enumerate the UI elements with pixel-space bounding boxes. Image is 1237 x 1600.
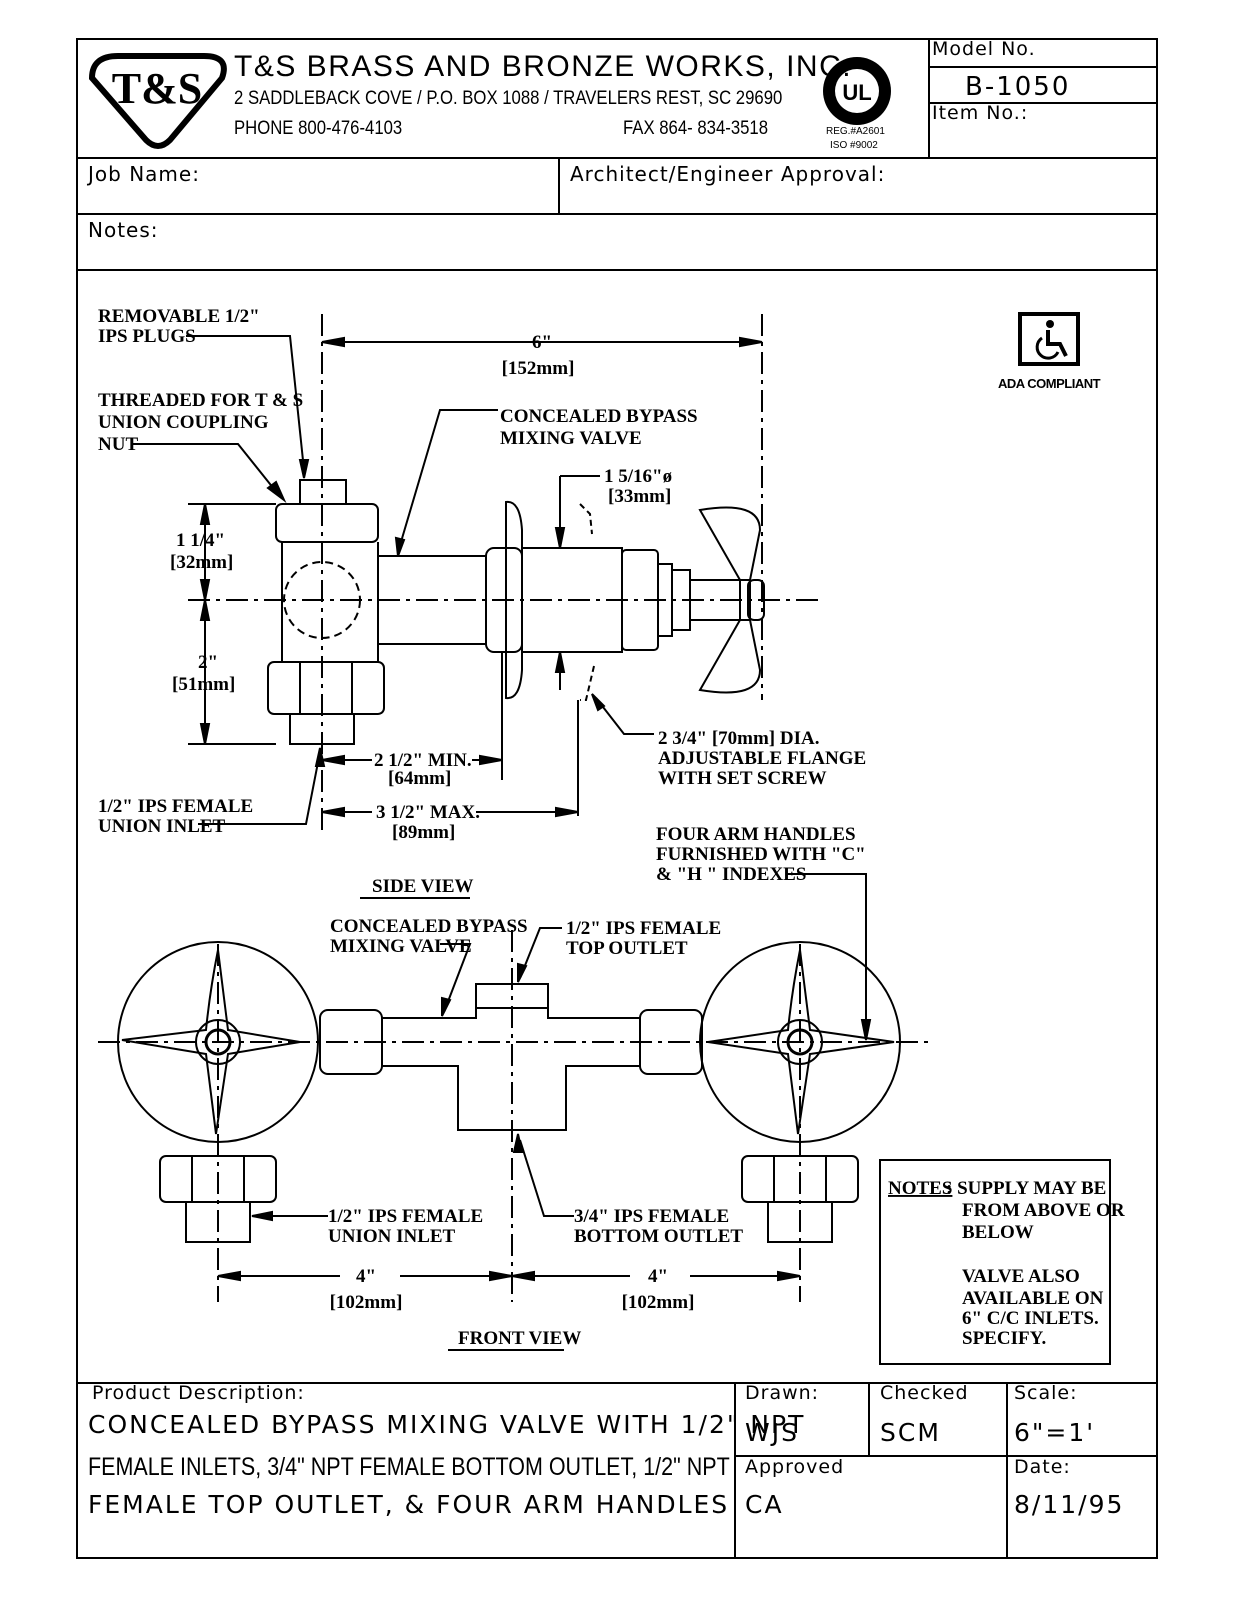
company-name: T&S BRASS AND BRONZE WORKS, INC. [234,50,853,83]
footer-rule [76,1382,1158,1384]
side-threaded-1: THREADED FOR T & S [98,390,303,411]
front-union-inlet-2: UNION INLET [328,1226,456,1247]
ada-label: ADA COMPLIANT [998,376,1101,391]
footer-desc-divider [734,1382,736,1559]
reg-line-1: REG.#A2601 [826,126,885,137]
front-view [98,873,1111,1365]
date-value: 8/11/95 [1014,1490,1125,1519]
reg-line-2: ISO #9002 [830,140,878,151]
footer-mid-rule [734,1455,1158,1457]
side-dim-1516: 1 5/16"ø [604,466,672,487]
model-number-value: B-1050 [965,72,1071,102]
approved-label: Approved [745,1456,845,1478]
job-name-label: Job Name: [88,162,200,186]
product-description-line-2: FEMALE INLETS, 3/4" NPT FEMALE BOTTOM OU… [88,1453,730,1481]
product-description-line-1: CONCEALED BYPASS MIXING VALVE WITH 1/2" … [88,1410,806,1439]
drawn-label: Drawn: [745,1382,820,1404]
front-dim-4-left: 4" [356,1266,376,1287]
side-dim-312-mm: [89mm] [392,822,455,843]
drawing-sheet [76,38,1158,1559]
side-concealed-2: MIXING VALVE [500,428,642,449]
notes-box-line-1: : SUPPLY MAY BE [946,1178,1106,1199]
side-removable-plugs-2: IPS PLUGS [98,326,196,347]
header-rule [76,157,1158,159]
side-threaded-3: NUT [98,434,138,455]
side-flange-1: 2 3/4" [70mm] DIA. [658,728,819,749]
side-union-inlet-1: 1/2" IPS FEMALE [98,796,253,817]
side-removable-plugs-1: REMOVABLE 1/2" [98,306,260,327]
front-dim-4-left-mm: [102mm] [330,1292,403,1313]
side-dim-6: 6" [532,332,552,353]
notes-box-line-4: VALVE ALSO [962,1266,1080,1287]
side-dim-212: 2 1/2" MIN. [374,750,472,771]
approved-value: CA [745,1490,784,1519]
ul-mark-text: UL [842,80,871,105]
front-bottom-outlet-2: BOTTOM OUTLET [574,1226,743,1247]
date-label: Date: [1014,1456,1071,1478]
drawn-value: WJS [745,1418,799,1447]
model-value-rule [928,102,1158,104]
model-number-label: Model No. [932,38,1036,60]
front-top-outlet-2: TOP OUTLET [566,938,688,959]
notes-rule [76,269,1158,271]
side-concealed-1: CONCEALED BYPASS [500,406,698,427]
notes-box-line-6: 6" C/C INLETS. [962,1308,1099,1329]
notes-box-line-7: SPECIFY. [962,1328,1046,1349]
front-dim-4-right: 4" [648,1266,668,1287]
company-fax: FAX 864- 834-3518 [623,118,769,139]
model-label-rule [928,66,1158,68]
side-flange-2: ADJUSTABLE FLANGE [658,748,866,769]
header-graphics: T&S UL [88,53,891,149]
side-dim-212-mm: [64mm] [388,768,451,789]
checked-value: SCM [880,1418,941,1447]
technical-drawing: REMOVABLE 1/2" IPS PLUGS THREADED FOR T … [98,306,1125,1365]
job-approval-divider [558,157,560,214]
ul-mark: UL [823,57,891,125]
item-number-label: Item No.: [932,102,1029,124]
side-view-title: SIDE VIEW [372,876,474,897]
notes-box-title: NOTES [888,1178,952,1199]
front-concealed-1: CONCEALED BYPASS [330,916,528,937]
front-four-arm-2: FURNISHED WITH "C" [656,844,866,865]
ada-wheelchair-icon [1018,312,1080,366]
footer-scale-divider [1006,1382,1008,1559]
side-dim-312: 3 1/2" MAX. [376,802,480,823]
company-address: 2 SADDLEBACK COVE / P.O. BOX 1088 / TRAV… [234,88,783,109]
notes-label: Notes: [88,218,159,242]
company-phone: PHONE 800-476-4103 [234,118,403,139]
front-top-outlet-1: 1/2" IPS FEMALE [566,918,721,939]
checked-label: Checked [880,1382,969,1404]
notes-box-line-2: FROM ABOVE OR [962,1200,1125,1221]
notes-box-line-3: BELOW [962,1222,1034,1243]
front-union-inlet-1: 1/2" IPS FEMALE [328,1206,483,1227]
front-concealed-2: MIXING VALVE [330,936,472,957]
front-dim-4-right-mm: [102mm] [622,1292,695,1313]
front-four-arm-1: FOUR ARM HANDLES [656,824,856,845]
side-dim-114: 1 1/4" [176,530,225,551]
side-dim-2: 2" [198,652,218,673]
scale-label: Scale: [1014,1382,1078,1404]
front-four-arm-3: & "H " INDEXES [656,864,806,885]
side-dim-6-mm: [152mm] [502,358,575,379]
logo-text: T&S [112,64,202,113]
side-dim-2-mm: [51mm] [172,674,235,695]
side-view [132,314,820,899]
side-dim-1516-mm: [33mm] [608,486,671,507]
front-view-title: FRONT VIEW [458,1328,581,1349]
approval-label: Architect/Engineer Approval: [570,162,886,186]
model-box-divider [928,38,930,158]
side-flange-3: WITH SET SCREW [658,768,827,789]
side-threaded-2: UNION COUPLING [98,412,269,433]
footer-drawn-divider [868,1382,870,1456]
job-rule [76,213,1158,215]
side-dim-114-mm: [32mm] [170,552,233,573]
product-description-label: Product Description: [92,1382,305,1404]
ts-logo: T&S [88,53,227,149]
scale-value: 6"=1' [1014,1418,1096,1447]
product-description-line-3: FEMALE TOP OUTLET, & FOUR ARM HANDLES [88,1490,730,1519]
front-bottom-outlet-1: 3/4" IPS FEMALE [574,1206,729,1227]
side-union-inlet-2: UNION INLET [98,816,226,837]
notes-box-line-5: AVAILABLE ON [962,1288,1104,1309]
